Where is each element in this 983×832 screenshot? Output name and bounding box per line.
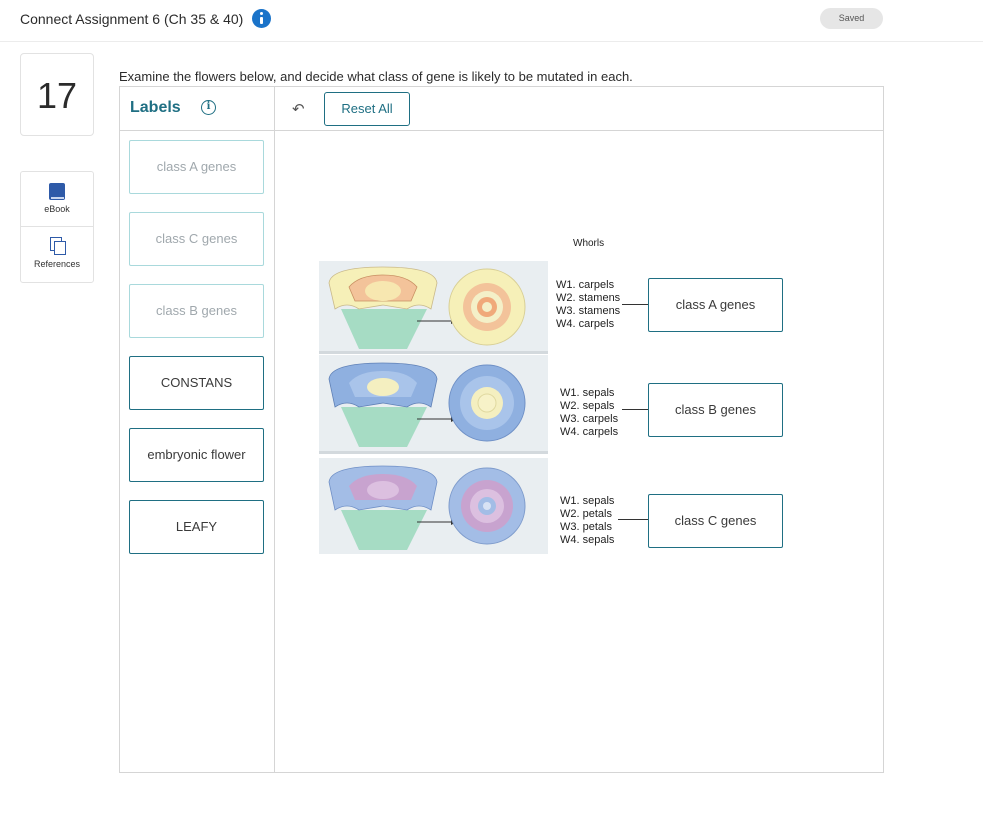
labels-title: Labels	[130, 99, 181, 116]
drop-target-row-2[interactable]: class B genes	[648, 383, 783, 437]
references-label: References	[33, 259, 81, 269]
whorls-title: Whorls	[573, 238, 605, 249]
book-icon	[49, 183, 65, 200]
whorl-center	[367, 481, 399, 499]
meristem-base	[341, 309, 427, 349]
whorl-item: W3. carpels	[560, 413, 619, 425]
label-chip-class-c-genes[interactable]: class C genes	[129, 212, 264, 266]
undo-icon[interactable]: ↶	[292, 101, 305, 118]
labels-info-icon[interactable]: i	[201, 100, 216, 115]
connector-line-1	[622, 304, 648, 305]
whorl-item: W2. petals	[560, 508, 612, 520]
label-chip-embryonic-flower[interactable]: embryonic flower	[129, 428, 264, 482]
saved-status-badge: Saved	[820, 8, 883, 29]
whorl-item: W4. carpels	[560, 426, 619, 438]
drop-target-row-3[interactable]: class C genes	[648, 494, 783, 548]
label-chip-constans[interactable]: CONSTANS	[129, 356, 264, 410]
whorl-item: W3. stamens	[556, 305, 621, 317]
reset-all-button[interactable]: Reset All	[324, 92, 410, 126]
whorl-item: W3. petals	[560, 521, 612, 533]
references-icon	[49, 237, 66, 255]
flower-diagram-1	[328, 266, 526, 349]
meristem-base	[341, 510, 427, 550]
flower-diagram-2	[328, 362, 526, 447]
row-divider	[319, 451, 548, 454]
whorl-list-3: W1. sepals W2. petals W3. petals W4. sep…	[560, 495, 614, 547]
whorl-item: W4. sepals	[560, 534, 615, 546]
whorl-item: W2. sepals	[560, 400, 615, 412]
connector-line-2	[622, 409, 648, 410]
label-chip-class-b-genes[interactable]: class B genes	[129, 284, 264, 338]
assignment-header: Connect Assignment 6 (Ch 35 & 40) Saved	[0, 0, 983, 42]
labels-header: Labels i	[120, 87, 274, 131]
whorl-item: W1. sepals	[560, 387, 615, 399]
assignment-title: Connect Assignment 6 (Ch 35 & 40)	[20, 11, 244, 27]
whorl-list-2: W1. sepals W2. sepals W3. carpels W4. ca…	[560, 387, 618, 439]
whorl-center	[367, 378, 399, 396]
info-icon[interactable]	[252, 9, 271, 28]
whorl-item: W4. carpels	[556, 318, 615, 330]
labeling-workspace: Labels i class A genes class C genes cla…	[119, 86, 884, 773]
label-chip-leafy[interactable]: LEAFY	[129, 500, 264, 554]
flower-row-1	[319, 261, 548, 353]
resources-panel: eBook References	[20, 171, 94, 283]
connector-line-3	[618, 519, 648, 520]
question-number: 17	[20, 53, 94, 136]
labels-panel: Labels i class A genes class C genes cla…	[120, 87, 275, 772]
whorl-list-1: W1. carpels W2. stamens W3. stamens W4. …	[556, 279, 620, 331]
ebook-label: eBook	[44, 204, 70, 214]
label-chip-class-a-genes[interactable]: class A genes	[129, 140, 264, 194]
drop-target-row-1[interactable]: class A genes	[648, 278, 783, 332]
toolbar: ↶ Reset All	[275, 87, 884, 131]
references-button[interactable]: References	[21, 227, 93, 282]
ring-center	[477, 393, 497, 413]
question-prompt: Examine the flowers below, and decide wh…	[119, 69, 633, 84]
whorl-item: W1. carpels	[556, 279, 615, 291]
whorl-item: W2. stamens	[556, 292, 621, 304]
row-divider	[319, 351, 548, 354]
ebook-button[interactable]: eBook	[21, 172, 93, 227]
meristem-base	[341, 407, 427, 447]
whorl-center	[365, 281, 401, 301]
flower-row-3	[319, 458, 548, 554]
flower-diagram-3	[328, 465, 526, 550]
flower-row-2	[319, 355, 548, 451]
whorl-item: W1. sepals	[560, 495, 615, 507]
